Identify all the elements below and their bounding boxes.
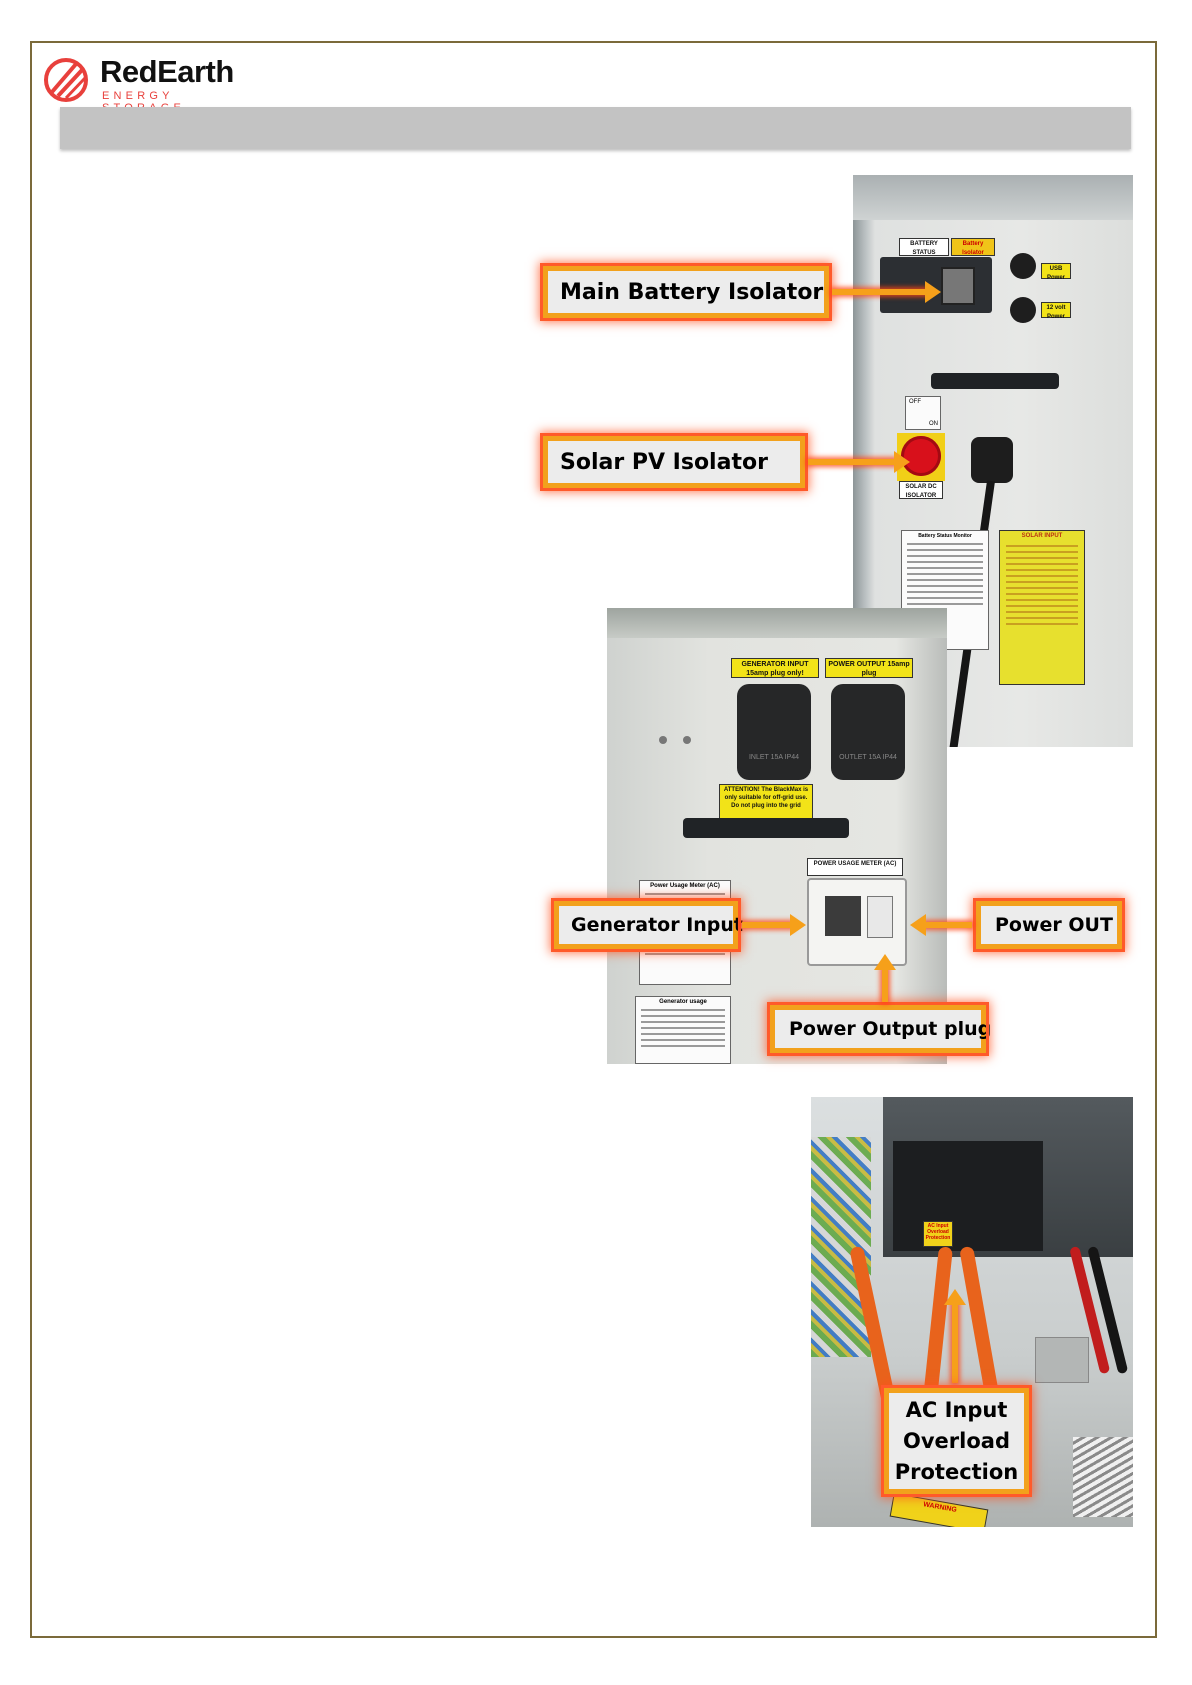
meter-display (825, 896, 861, 936)
brand-name: RedEarth (100, 54, 234, 89)
battery-status-sticker: BATTERY STATUS (899, 238, 949, 256)
pv-connector (971, 437, 1013, 483)
attention-sticker: ATTENTION! The BlackMax is only suitable… (719, 784, 813, 822)
callout-power-out: Power OUT (973, 898, 1125, 952)
usb-socket-icon (1010, 253, 1036, 279)
callout-solar-pv-isolator: Solar PV Isolator (540, 433, 808, 491)
callout-main-battery-isolator: Main Battery Isolator (540, 263, 832, 321)
arrow-to-power-out (910, 914, 972, 936)
meter-breaker (867, 896, 893, 938)
callout-ac-input-overload-protection: AC Input Overload Protection (881, 1385, 1032, 1497)
callout-generator-input: Generator Input (551, 898, 743, 952)
warning-sticker: WARNING (889, 1492, 989, 1527)
fan-grille (1073, 1437, 1133, 1517)
generator-input-sticker: GENERATOR INPUT 15amp plug only! (731, 658, 819, 678)
arrow-to-battery-isolator (832, 281, 941, 303)
arrow-to-power-output-plug (874, 954, 896, 1002)
generator-panel-handle (683, 818, 849, 838)
wall-bolt (683, 736, 691, 744)
generator-usage-note: Generator usage (635, 996, 731, 1064)
photo-inverter-wiring: AC Input Overload Protection WARNING (811, 1097, 1133, 1527)
wire-bundle-left (811, 1137, 871, 1357)
off-on-diagram: OFF ON (905, 396, 941, 430)
solar-input-sticker: SOLAR INPUT (999, 530, 1085, 685)
battery-isolator-switch (941, 267, 975, 305)
meter-label-sticker: POWER USAGE METER (AC) (807, 858, 903, 876)
solar-dc-isolator-sticker: SOLAR DC ISOLATOR (899, 481, 943, 499)
power-output-sticker: POWER OUTPUT 15amp plug (825, 658, 913, 678)
outlet-socket: OUTLET 15A IP44 (831, 684, 905, 780)
arrow-to-generator-input (742, 914, 806, 936)
section-header-bar (60, 107, 1131, 149)
inverter-opening (893, 1141, 1043, 1251)
wall-bolt (659, 736, 667, 744)
arrow-to-solar-isolator (808, 451, 910, 473)
photo-generator-panel: GENERATOR INPUT 15amp plug only! POWER O… (607, 608, 947, 1064)
mounting-bracket (1035, 1337, 1089, 1383)
redearth-emblem-icon (44, 58, 88, 102)
12v-power-sticker: 12 volt Power (1041, 302, 1071, 320)
usb-power-sticker: USB Power (1041, 263, 1071, 281)
battery-isolator-sticker: Battery Isolator (951, 238, 995, 256)
callout-power-output-plug: Power Output plug (767, 1002, 991, 1056)
orange-cable (959, 1245, 999, 1396)
ac-input-small-sticker: AC Input Overload Protection (923, 1221, 953, 1247)
12v-socket-icon (1010, 297, 1036, 323)
page-frame (30, 41, 1157, 1638)
arrow-to-ac-input-protection (944, 1289, 966, 1383)
redearth-logo: RedEarth ENERGY STORAGE (42, 54, 252, 114)
panel-handle (931, 373, 1059, 389)
inlet-socket: INLET 15A IP44 (737, 684, 811, 780)
